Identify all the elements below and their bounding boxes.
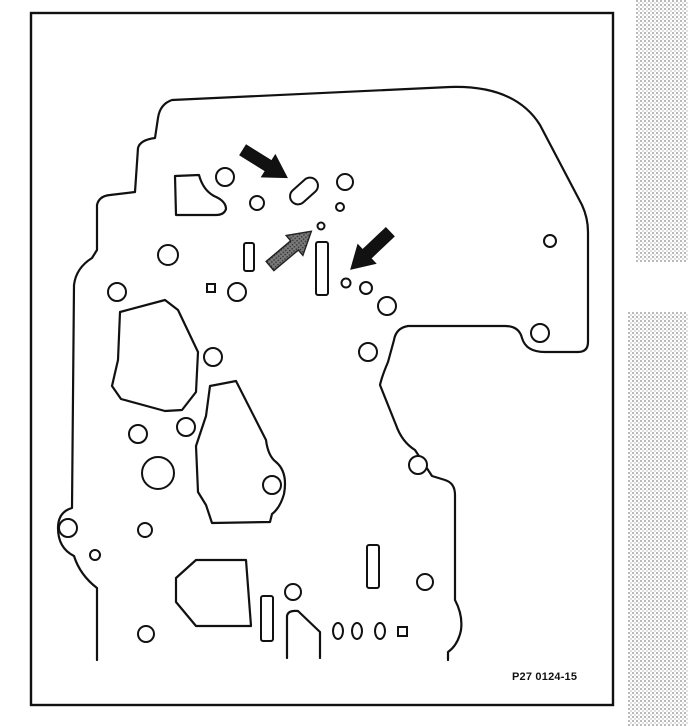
hole	[340, 277, 352, 289]
hole	[141, 456, 175, 490]
scan-shading-bottom	[628, 312, 688, 726]
hole	[58, 518, 78, 538]
hole	[416, 573, 434, 591]
oval-slot	[289, 176, 319, 206]
hole	[137, 625, 155, 643]
hole	[358, 342, 378, 362]
square-hole	[206, 283, 216, 293]
oval-hole	[374, 622, 386, 640]
cutout-bottom-left	[174, 558, 253, 628]
oval-hole	[332, 622, 344, 640]
hole	[249, 195, 265, 211]
hole	[176, 417, 196, 437]
hole	[203, 347, 223, 367]
slot	[315, 241, 329, 296]
slot	[366, 544, 380, 589]
slot	[260, 595, 274, 642]
hole	[128, 424, 148, 444]
hole	[262, 475, 282, 495]
hole	[316, 221, 326, 231]
hole	[377, 296, 397, 316]
arrow-icon	[265, 230, 313, 272]
hole	[107, 282, 127, 302]
arrow-icon	[350, 226, 395, 270]
figure-frame	[29, 11, 615, 707]
arrow-icon	[239, 144, 288, 179]
scan-shading-top	[636, 0, 688, 262]
hole	[335, 202, 345, 212]
cutout-bottom-channel	[285, 609, 322, 660]
hole	[336, 173, 354, 191]
square-hole	[397, 626, 408, 637]
gasket-outline	[56, 85, 590, 662]
hole	[137, 522, 153, 538]
hole	[408, 455, 428, 475]
hole	[215, 167, 235, 187]
cutout-top-left	[173, 173, 228, 217]
cutout-center	[194, 379, 287, 525]
oval-hole	[351, 622, 363, 640]
hole	[530, 323, 550, 343]
figure-code: P27 0124-15	[512, 671, 577, 683]
hole	[543, 234, 557, 248]
cutout-left-large	[110, 298, 200, 413]
hole	[284, 583, 302, 601]
slot	[243, 242, 255, 272]
hole	[227, 282, 247, 302]
hole	[359, 281, 373, 295]
hole	[157, 244, 179, 266]
hole	[89, 549, 101, 561]
